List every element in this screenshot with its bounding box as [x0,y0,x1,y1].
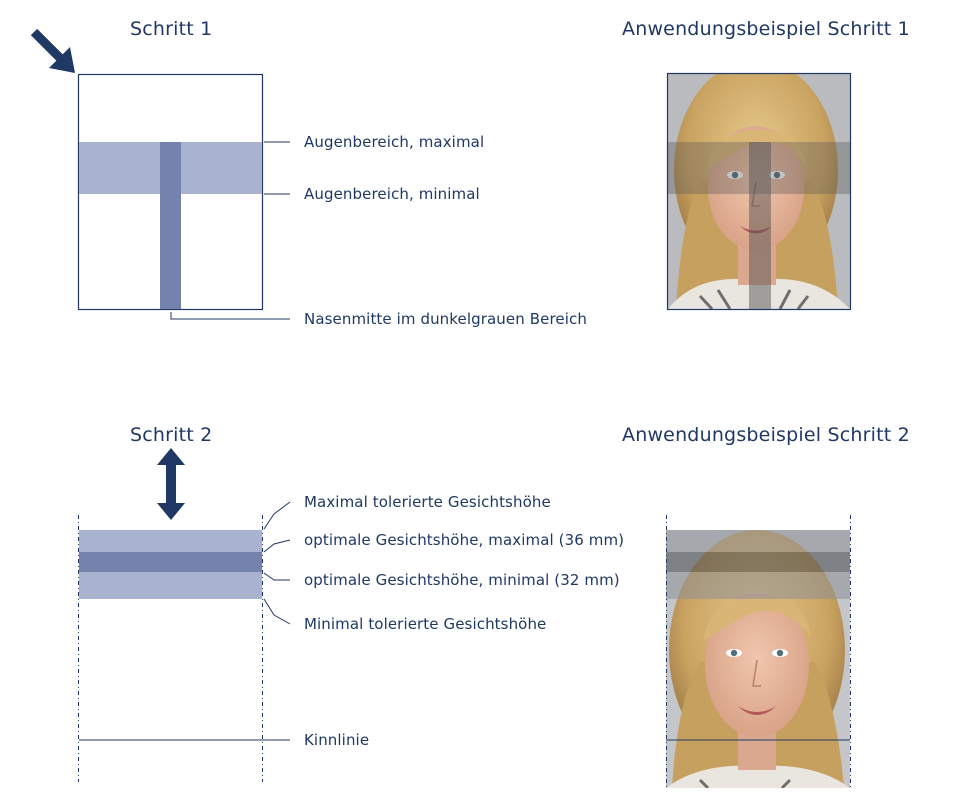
label-optimal-height-min: optimale Gesichtshöhe, minimal (32 mm) [304,571,620,589]
example-photo-1-frame [666,72,852,311]
example-photo-1 [668,74,850,309]
tolerated-height-band-top [79,530,262,552]
label-eye-area-min: Augenbereich, minimal [304,185,480,203]
optimal-height-band [79,552,262,572]
vertical-double-arrow-icon [157,448,185,520]
label-min-tolerated-height: Minimal tolerierte Gesichtshöhe [304,615,547,633]
step1-title: Schritt 1 [130,18,213,40]
step2-leader-lines [262,501,291,741]
label-eye-area-max: Augenbereich, maximal [304,133,485,151]
label-max-tolerated-height: Maximal tolerierte Gesichtshöhe [304,493,551,511]
nose-center-band [160,142,181,309]
example-photo-2-dashed-lines [666,515,851,788]
step1-example-title: Anwendungsbeispiel Schritt 1 [622,18,910,40]
step1-leader-lines [170,141,290,320]
step2-example-title: Anwendungsbeispiel Schritt 2 [622,424,910,446]
tolerated-height-band-bottom [79,572,262,599]
step2-template [79,530,262,741]
label-optimal-height-max: optimale Gesichtshöhe, maximal (36 mm) [304,531,625,549]
diagonal-arrow-icon [30,28,75,73]
step2-title: Schritt 2 [130,424,213,446]
label-nose-center: Nasenmitte im dunkelgrauen Bereich [304,310,587,328]
label-chin-line: Kinnlinie [304,731,370,749]
step2-dashed-lines [78,515,263,782]
example-photo-2 [666,530,850,788]
step1-template [77,73,264,311]
